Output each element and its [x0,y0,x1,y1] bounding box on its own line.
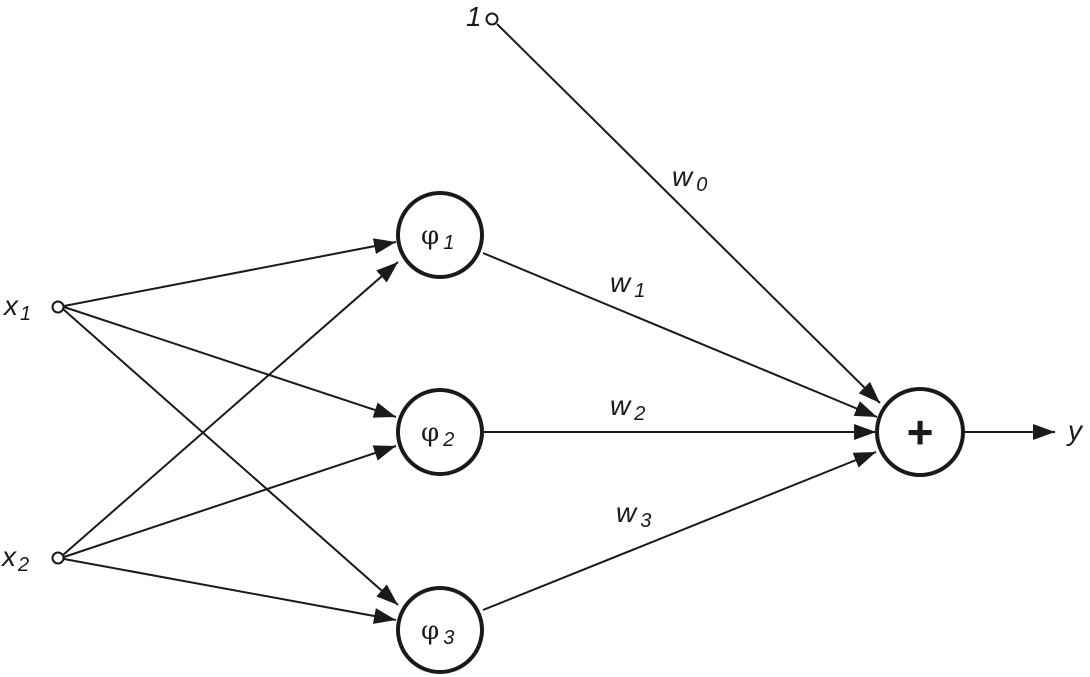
output-label-y: y [1066,415,1084,446]
input-terminal-x2 [51,551,65,565]
edge-phi3-sum [482,451,877,611]
edge-x2-phi3 [63,558,397,624]
bias-terminal [485,12,499,26]
summation-symbol: + [907,406,934,458]
hidden-node-phi3 [396,586,484,674]
edge-bias-sum [496,23,881,404]
edge-x1-phi2 [63,306,397,418]
summation-node [875,387,965,477]
edge-phi1-sum [482,252,878,418]
hidden-node-phi1 [396,191,484,279]
input-terminal-x1 [51,300,65,314]
edge-x2-phi2 [63,445,397,558]
edge-x1-phi1 [63,238,397,307]
edge-x1-phi3 [62,308,399,606]
edge-x2-phi1 [62,261,399,556]
bias-label: 1 [466,1,482,32]
hidden-node-phi2 [396,388,484,476]
